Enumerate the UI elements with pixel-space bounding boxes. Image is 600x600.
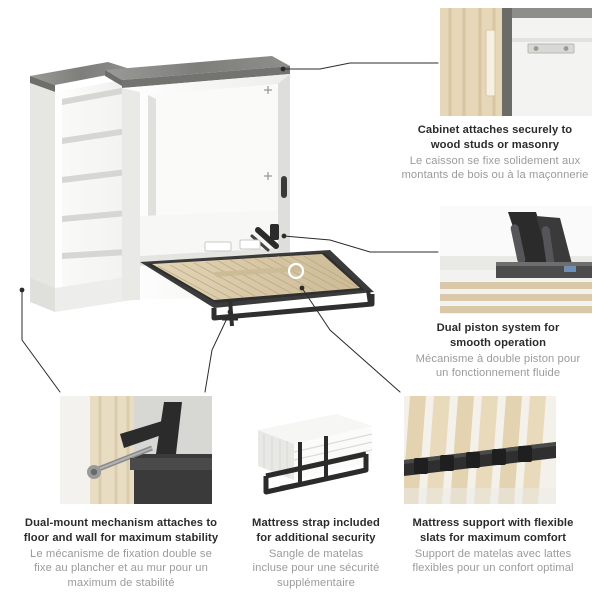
- detail-photo-mattress-strap: [240, 396, 392, 504]
- callout-dual-mount-fr-1: Le mécanisme de fixation double se: [30, 547, 212, 560]
- callout-dual-mount: Dual-mount mechanism attaches to floor a…: [8, 516, 234, 591]
- detail-photo-mattress-support: [404, 396, 556, 504]
- callout-mattress-strap-fr-2: incluse pour une sécurité: [252, 562, 380, 575]
- leader-mattress-support: [301, 287, 401, 393]
- detail-photo-cabinet-attaches: [440, 8, 592, 116]
- callout-cabinet-attaches-en-1: Cabinet attaches securely to: [417, 124, 573, 136]
- callout-mattress-support-en-2: slats for maximum comfort: [419, 531, 567, 544]
- callout-dual-mount-fr-3: maximum de stabilité: [67, 577, 175, 590]
- callout-dual-piston: Dual piston system for smooth operation …: [400, 321, 596, 381]
- callout-dual-piston-fr-2: un fonctionnement fluide: [435, 367, 561, 380]
- callout-cabinet-attaches-en-2: wood studs or masonry: [430, 138, 560, 151]
- bookcase: [30, 62, 133, 312]
- callout-dual-piston-en-1: Dual piston system for: [436, 322, 560, 334]
- callout-mattress-strap-en-2: for additional security: [256, 531, 376, 544]
- detail-photo-dual-mount: [60, 396, 212, 504]
- callout-mattress-strap: Mattress strap included for additional s…: [226, 516, 406, 591]
- callout-mattress-strap-en-1: Mattress strap included: [252, 517, 380, 529]
- callout-cabinet-attaches-fr-1: Le caisson se fixe solidement aux: [409, 154, 581, 167]
- callout-cabinet-attaches-fr-2: montants de bois ou à la maçonnerie: [401, 169, 589, 182]
- callout-mattress-support-fr-2: flexibles pour un confort optimal: [412, 562, 574, 575]
- callout-mattress-support-en-1: Mattress support with flexible: [412, 517, 574, 529]
- callout-mattress-strap-fr-3: supplémentaire: [277, 577, 355, 590]
- callout-dual-piston-en-2: smooth operation: [449, 336, 547, 349]
- callout-dual-mount-en-2: floor and wall for maximum stability: [23, 531, 219, 544]
- callout-dual-mount-fr-2: fixe au plancher et au mur pour un: [34, 562, 208, 575]
- callout-mattress-strap-fr-1: Sangle de matelas: [268, 547, 364, 560]
- murphy-bed-cabinet: [105, 56, 290, 300]
- callout-mattress-support-fr-1: Support de matelas avec lattes: [414, 547, 572, 560]
- leader-dual-mount: [21, 289, 61, 393]
- bed-platform: [140, 250, 375, 327]
- leader-lines: [19, 62, 439, 393]
- callout-dual-mount-en-1: Dual-mount mechanism attaches to: [24, 517, 218, 529]
- callout-dual-piston-fr-1: Mécanisme à double piston pour: [415, 352, 581, 365]
- leader-dual-piston: [283, 235, 439, 253]
- leader-mattress-strap: [204, 311, 231, 393]
- detail-photo-dual-piston: [440, 206, 592, 314]
- leader-cabinet-attaches: [282, 62, 439, 70]
- piston-hardware: [204, 224, 279, 252]
- callout-cabinet-attaches: Cabinet attaches securely to wood studs …: [390, 123, 600, 183]
- callout-mattress-support: Mattress support with flexible slats for…: [390, 516, 596, 576]
